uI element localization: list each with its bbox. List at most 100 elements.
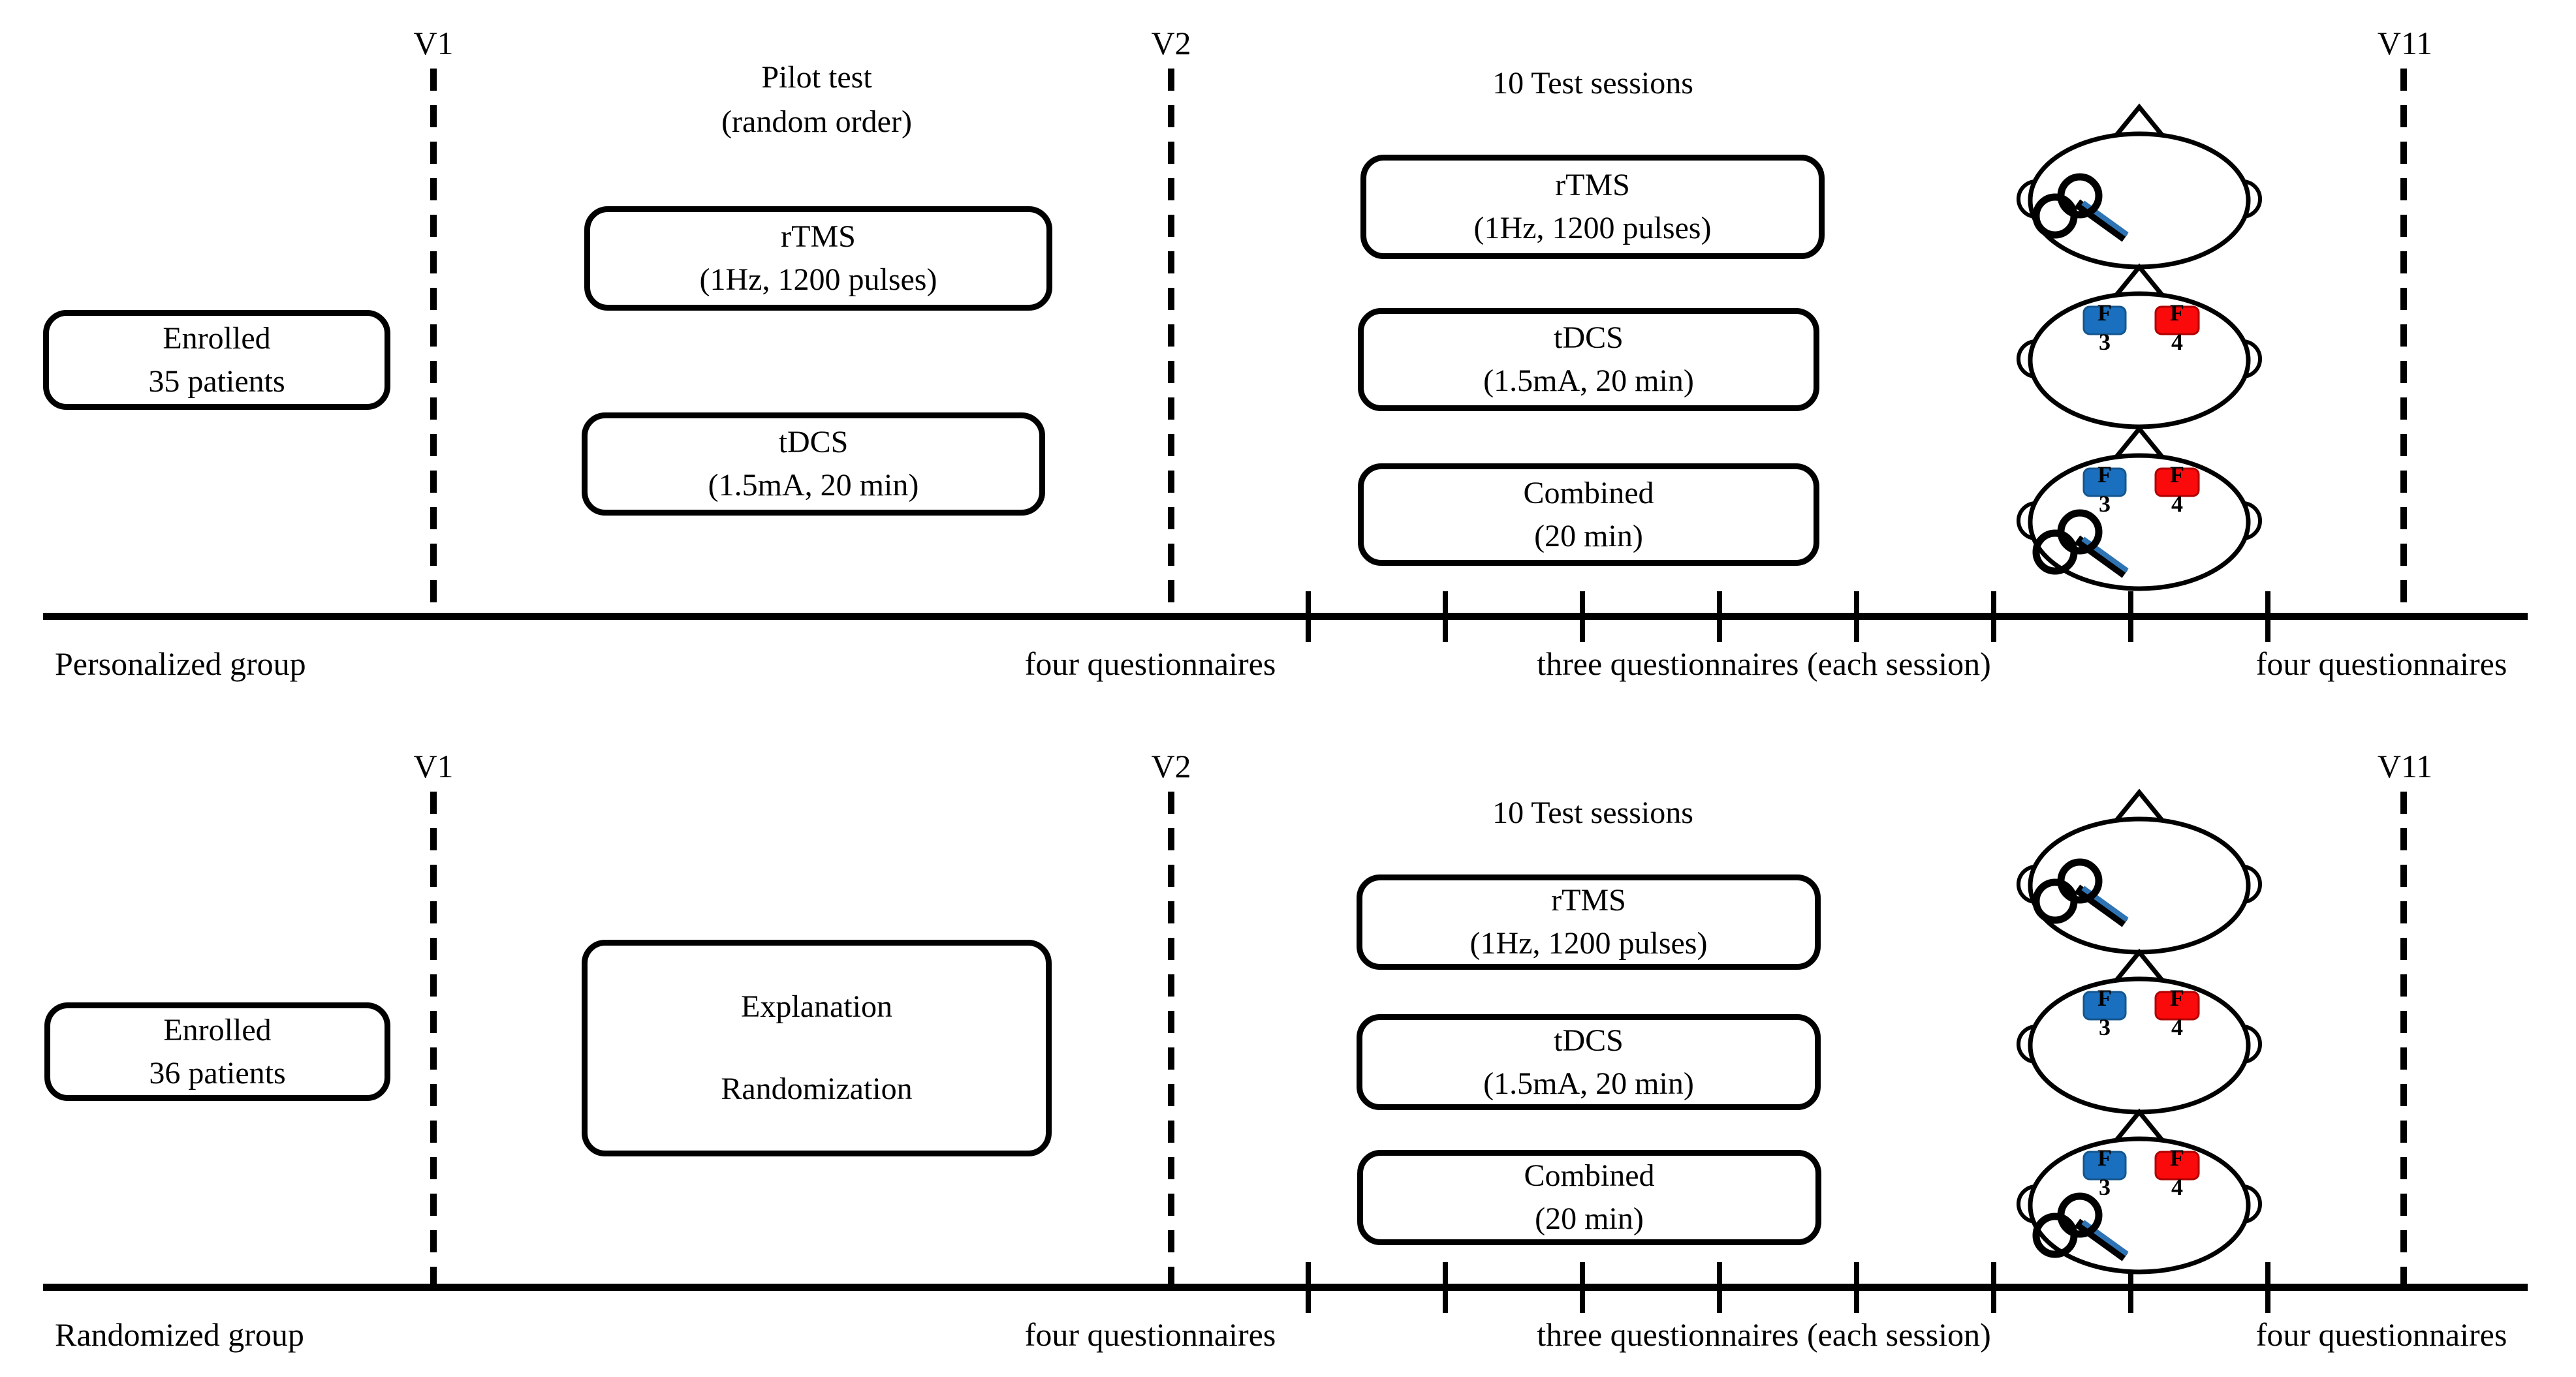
pilot-title-line2: (random order) xyxy=(721,104,912,139)
session-combined-box: Combined (20 min) xyxy=(1357,1150,1821,1245)
timeline-personalized xyxy=(43,613,2528,620)
svg-text:F: F xyxy=(2170,461,2184,487)
session-combined-box: Combined (20 min) xyxy=(1358,463,1819,566)
enrolled-box-personalized: Enrolled 35 patients xyxy=(43,310,390,410)
visit-line-v11 xyxy=(2400,69,2407,616)
head-rtms-coil xyxy=(2017,788,2262,955)
box-line1: Combined xyxy=(1523,475,1654,510)
box-line1: Combined xyxy=(1524,1158,1655,1193)
nose-icon xyxy=(2109,1108,2170,1149)
nose-icon xyxy=(2109,788,2170,829)
session-tdcs-box: tDCS (1.5mA, 20 min) xyxy=(1358,308,1819,411)
three-questionnaires-sessions: three questionnaires (each session) xyxy=(1537,645,1991,682)
test-sessions-title: 10 Test sessions xyxy=(1492,796,1693,830)
visit-label-v2: V2 xyxy=(1151,748,1191,784)
session-tick xyxy=(2128,1262,2133,1313)
head-combined: F 3 F 4 xyxy=(2017,1108,2262,1275)
session-rtms-box: rTMS (1Hz, 1200 pulses) xyxy=(1357,874,1821,970)
head-combined: F 3 F 4 xyxy=(2017,425,2262,591)
four-questionnaires-v2: four questionnaires xyxy=(1024,1316,1276,1353)
session-tick xyxy=(1443,1262,1448,1313)
box-line2: (1Hz, 1200 pulses) xyxy=(1469,926,1708,961)
tms-coil-icon xyxy=(2032,858,2129,927)
visit-label-v11: V11 xyxy=(2377,25,2433,61)
session-tick xyxy=(1580,1262,1585,1313)
explanation-randomization-box: Explanation Randomization xyxy=(582,940,1052,1156)
visit-label-v2: V2 xyxy=(1151,25,1191,61)
visit-label-v1: V1 xyxy=(413,748,454,784)
head-tdcs-electrodes: F 3 F 4 xyxy=(2017,263,2262,429)
enrolled-line2: 36 patients xyxy=(149,1055,286,1091)
tdcs-electrodes-icon: F 3 F 4 xyxy=(2082,1145,2200,1200)
visit-line-v2 xyxy=(1168,792,1174,1287)
svg-text:F: F xyxy=(2097,1145,2112,1171)
box-line2: (20 min) xyxy=(1534,518,1643,553)
box-line1: rTMS xyxy=(1555,168,1630,202)
svg-text:F: F xyxy=(2170,985,2184,1011)
box-line2: (1.5mA, 20 min) xyxy=(708,468,919,503)
box-line2: (1Hz, 1200 pulses) xyxy=(1473,211,1712,245)
pilot-test-title: Pilot test (random order) xyxy=(721,55,912,144)
session-tick xyxy=(2128,591,2133,642)
session-tick xyxy=(1306,1262,1311,1313)
visit-line-v1 xyxy=(430,792,437,1287)
nose-icon xyxy=(2109,948,2170,989)
test-sessions-title: 10 Test sessions xyxy=(1492,66,1693,101)
head-outline xyxy=(2028,291,2251,429)
randomization-line: Randomization xyxy=(721,1072,913,1107)
box-line1: rTMS xyxy=(1551,883,1626,918)
svg-text:4: 4 xyxy=(2171,491,2183,517)
nose-icon xyxy=(2109,103,2170,144)
session-tick xyxy=(1991,591,1996,642)
visit-line-v1 xyxy=(430,69,437,616)
session-tick xyxy=(1854,1262,1859,1313)
svg-text:F: F xyxy=(2097,985,2112,1011)
session-rtms-box: rTMS (1Hz, 1200 pulses) xyxy=(1360,155,1825,259)
visit-line-v11 xyxy=(2400,792,2407,1287)
visit-line-v2 xyxy=(1168,69,1174,616)
session-tick xyxy=(1991,1262,1996,1313)
enrolled-line2: 35 patients xyxy=(148,364,285,399)
timeline-randomized xyxy=(43,1284,2528,1291)
head-outline xyxy=(2028,976,2251,1115)
tms-coil-icon xyxy=(2032,1192,2129,1261)
box-line1: tDCS xyxy=(1554,1023,1624,1058)
cathode-label-4: 4 xyxy=(2171,329,2183,355)
tms-coil-icon xyxy=(2032,509,2129,578)
pilot-rtms-box: rTMS (1Hz, 1200 pulses) xyxy=(584,206,1052,311)
session-tick xyxy=(1854,591,1859,642)
anode-label-3: 3 xyxy=(2099,329,2111,355)
svg-text:3: 3 xyxy=(2099,1174,2111,1200)
box-line1: rTMS xyxy=(781,219,856,254)
svg-text:3: 3 xyxy=(2099,1014,2111,1040)
session-tick xyxy=(1717,591,1722,642)
svg-text:3: 3 xyxy=(2099,491,2111,517)
three-questionnaires-sessions: three questionnaires (each session) xyxy=(1537,1316,1991,1353)
box-line2: (20 min) xyxy=(1535,1201,1644,1236)
session-tick xyxy=(2265,1262,2270,1313)
explanation-line: Explanation xyxy=(741,989,892,1024)
svg-text:F: F xyxy=(2170,1145,2184,1171)
box-line2: (1.5mA, 20 min) xyxy=(1483,1066,1694,1101)
head-tdcs-electrodes: F 3 F 4 xyxy=(2017,948,2262,1115)
enrolled-line1: Enrolled xyxy=(163,1012,272,1047)
tdcs-electrodes-icon: F 3 F 4 xyxy=(2082,300,2200,355)
tdcs-electrodes-icon: F 3 F 4 xyxy=(2082,461,2200,517)
pilot-tdcs-box: tDCS (1.5mA, 20 min) xyxy=(582,412,1045,516)
group-label-randomized: Randomized group xyxy=(55,1316,304,1353)
nose-icon xyxy=(2109,263,2170,304)
tms-coil-icon xyxy=(2032,173,2129,242)
session-tick xyxy=(1580,591,1585,642)
session-tick xyxy=(1717,1262,1722,1313)
svg-text:4: 4 xyxy=(2171,1014,2183,1040)
cathode-label-f: F xyxy=(2170,300,2184,326)
session-tick xyxy=(2265,591,2270,642)
four-questionnaires-v11: four questionnaires xyxy=(2255,645,2507,682)
pilot-title-line1: Pilot test xyxy=(761,60,872,95)
tdcs-electrodes-icon: F 3 F 4 xyxy=(2082,985,2200,1040)
session-tick xyxy=(1443,591,1448,642)
nose-icon xyxy=(2109,425,2170,466)
session-tdcs-box: tDCS (1.5mA, 20 min) xyxy=(1357,1014,1821,1110)
four-questionnaires-v2: four questionnaires xyxy=(1024,645,1276,682)
